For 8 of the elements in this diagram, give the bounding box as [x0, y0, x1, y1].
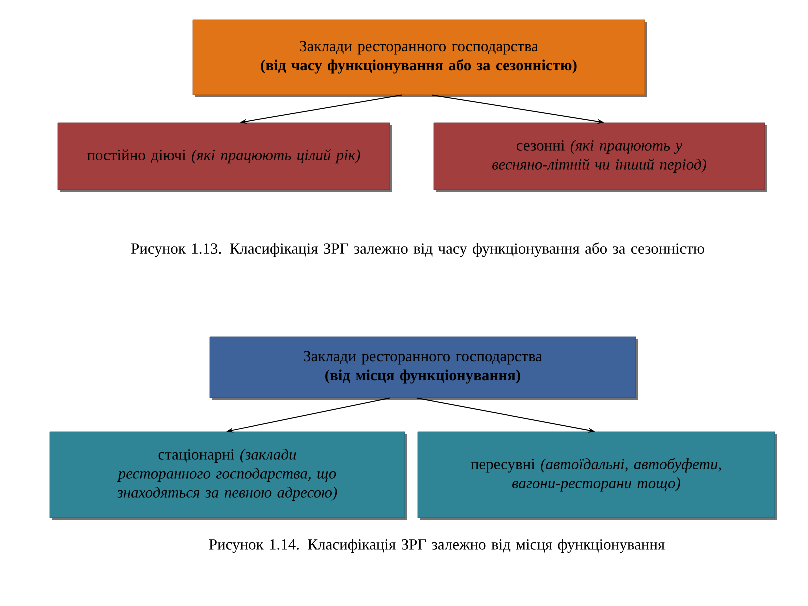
category-box: пересувні (автоїдальні, автобуфети, вагони-ресторани тощо) — [418, 432, 777, 520]
figure-caption: Рисунок 1.14. Класифікація ЗРГ залежно від місця функціонування — [209, 538, 665, 554]
category-box: постійно діючі (які працюють цілий рік) — [58, 122, 392, 192]
figure-caption: Рисунок 1.13. Класифікація ЗРГ залежно від часу функціонування або за сезонністю — [131, 242, 704, 258]
category-box: Заклади ресторанного господарства (від місця функціонування) — [210, 336, 638, 400]
category-box: стаціонарні (заклади ресторанного господарства, що знаходяться за певною адресою) — [50, 432, 407, 520]
category-box: Заклади ресторанного господарства (від часу функціонування або за сезонністю) — [192, 20, 647, 97]
category-box: сезонні (які працюють у весняно-літній чи інший період) — [434, 122, 767, 192]
